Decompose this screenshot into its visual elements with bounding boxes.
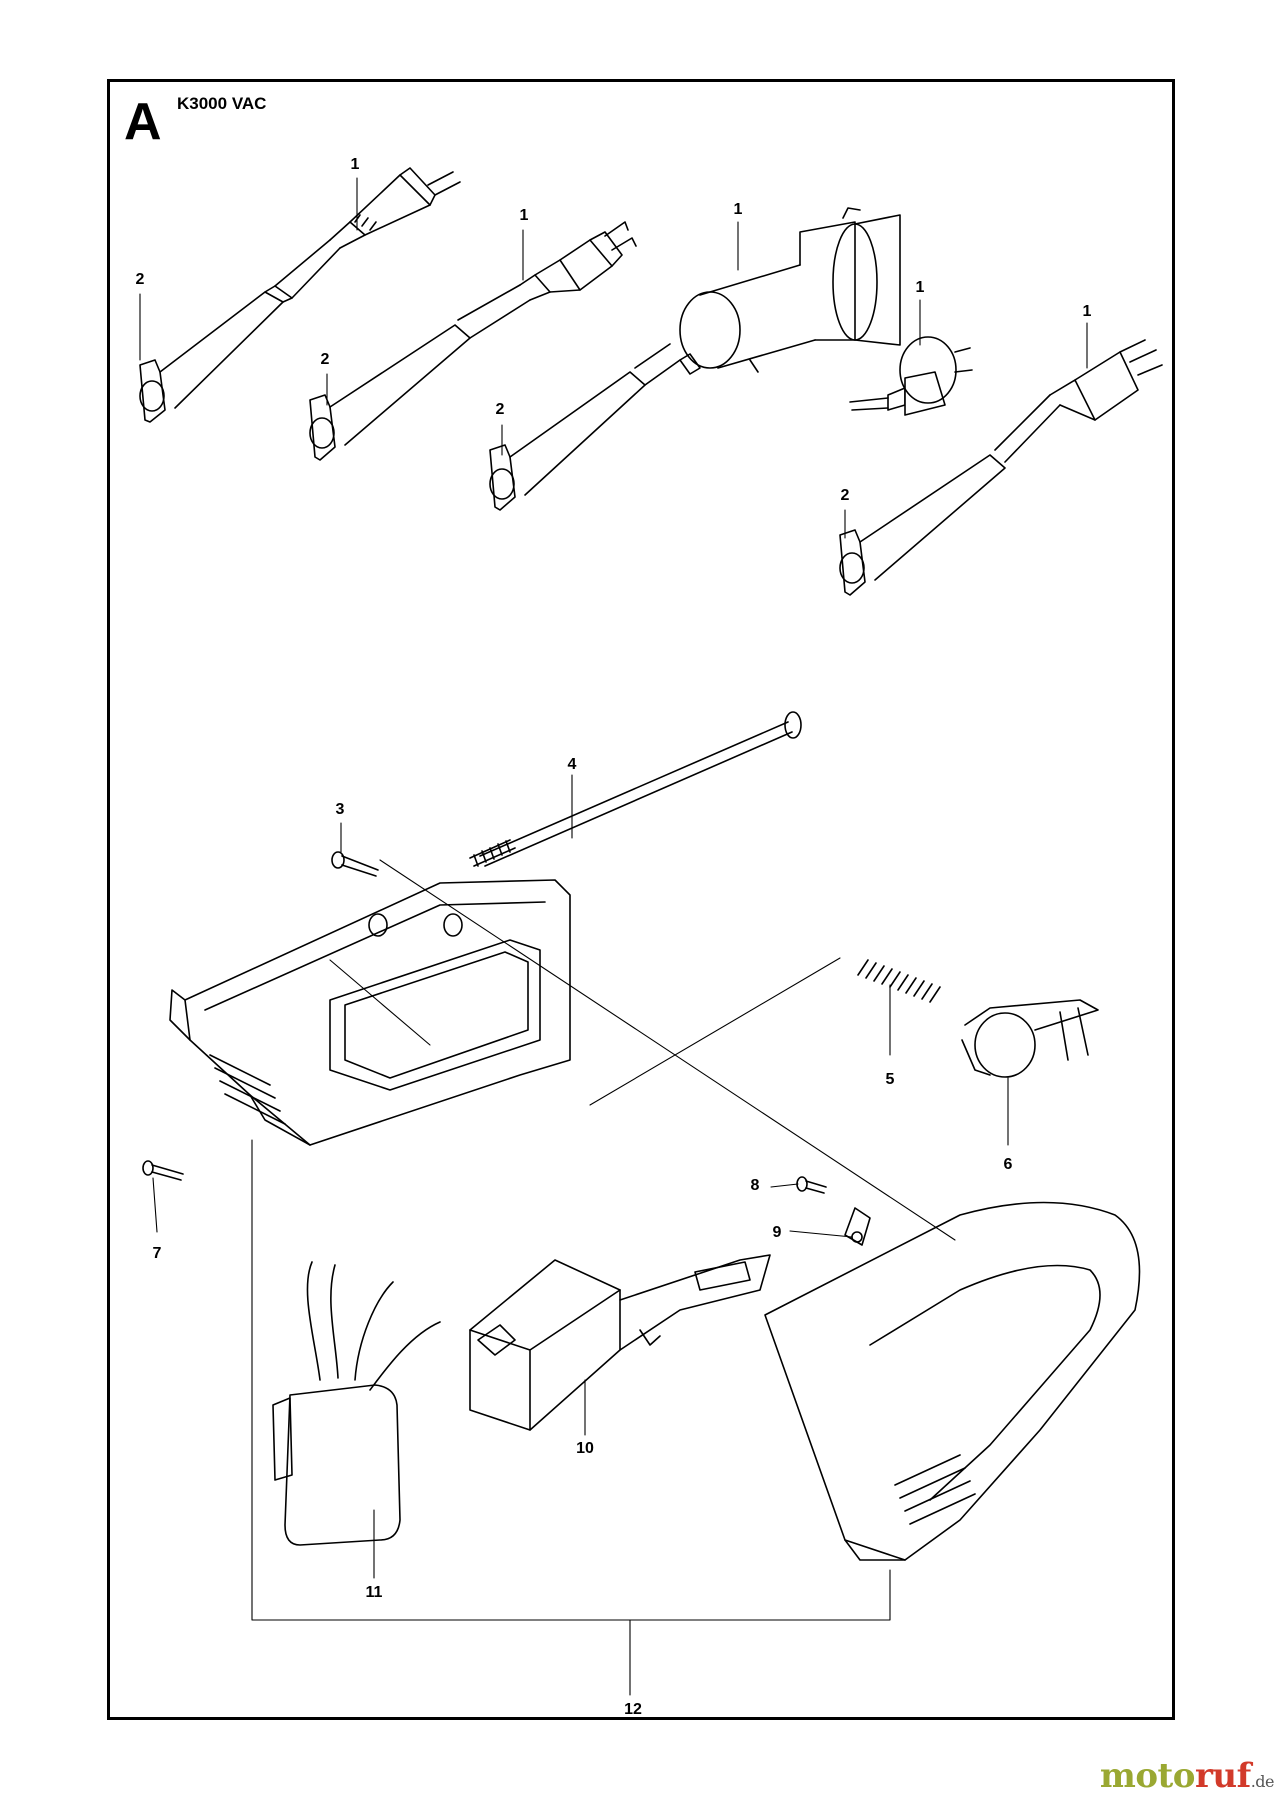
section-letter: A — [124, 93, 162, 151]
callout-2: 2 — [840, 487, 850, 504]
screw-3 — [331, 851, 379, 877]
callout-1: 1 — [733, 201, 743, 218]
callout-3: 3 — [335, 801, 345, 818]
cord-assembly-swiss — [839, 339, 1163, 596]
watermark-brand-a: moto — [1099, 1756, 1196, 1796]
tie-rod — [469, 711, 802, 867]
watermark-logo: motoruf.de — [1099, 1756, 1275, 1796]
screw-7 — [142, 1160, 184, 1181]
watermark-tld: .de — [1250, 1772, 1275, 1791]
capacitor — [272, 1261, 441, 1546]
handle-housing-left — [169, 879, 571, 1146]
cord-assembly-eu — [139, 167, 461, 423]
leader-lines — [139, 177, 1088, 1696]
callout-2: 2 — [495, 401, 505, 418]
watermark-brand-b: ruf — [1194, 1756, 1251, 1796]
cord-assembly-industrial — [489, 207, 901, 511]
callout-8: 8 — [750, 1177, 760, 1194]
plug-adapter — [849, 336, 973, 416]
callout-10: 10 — [576, 1440, 594, 1457]
callout-1: 1 — [350, 156, 360, 173]
callout-1: 1 — [915, 279, 925, 296]
callout-2: 2 — [320, 351, 330, 368]
front-handle — [764, 1201, 1141, 1561]
callout-11: 11 — [365, 1584, 383, 1601]
callout-1: 1 — [519, 207, 529, 224]
callout-9: 9 — [772, 1224, 782, 1241]
trigger-lever — [961, 999, 1099, 1078]
cord-assembly-us — [309, 221, 637, 461]
callout-12: 12 — [624, 1701, 642, 1718]
callout-4: 4 — [567, 756, 577, 773]
switch — [469, 1254, 771, 1431]
callout-1: 1 — [1082, 303, 1092, 320]
callout-6: 6 — [1003, 1156, 1013, 1173]
diagram-frame — [107, 79, 1175, 1720]
callout-2: 2 — [135, 271, 145, 288]
model-title: K3000 VAC — [177, 94, 267, 113]
screw-8 — [796, 1176, 827, 1194]
clip-9 — [844, 1207, 871, 1246]
callout-5: 5 — [885, 1071, 895, 1088]
callout-7: 7 — [152, 1245, 162, 1262]
spring — [857, 959, 941, 1003]
